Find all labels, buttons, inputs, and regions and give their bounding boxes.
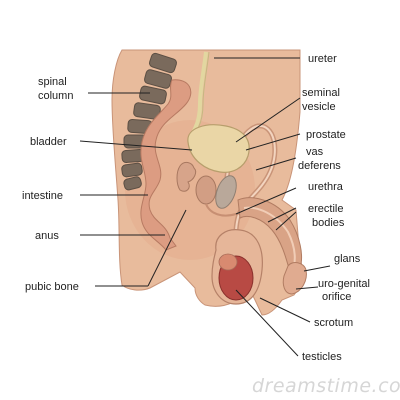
label-urethra: urethra — [308, 181, 344, 193]
ureter — [190, 51, 208, 136]
label-erectile-bodies: erectile bodies — [308, 203, 347, 229]
spinal-column — [121, 52, 177, 191]
intestine — [140, 79, 192, 251]
label-prostate: prostate — [306, 129, 346, 141]
leader-lines — [79, 57, 331, 357]
label-scrotum: scrotum — [314, 317, 353, 329]
seminal-vesicle — [176, 161, 197, 192]
label-uro-genital-orifice: uro-genital orifice — [318, 278, 373, 303]
label-anus: anus — [35, 230, 59, 242]
label-intestine: intestine — [22, 190, 63, 202]
label-testicles: testicles — [302, 351, 342, 363]
label-spinal-column: spinal column — [38, 76, 73, 102]
label-ureter: ureter — [308, 53, 337, 65]
epididymis — [218, 253, 238, 271]
prostate — [195, 175, 217, 205]
pubic-bone — [215, 175, 237, 209]
label-bladder: bladder — [30, 136, 67, 148]
label-vas-deferens: vas deferens — [298, 146, 341, 172]
erectile-bodies-inner — [243, 206, 296, 267]
label-pubic-bone: pubic bone — [25, 281, 79, 293]
bladder — [187, 124, 250, 173]
glans — [282, 262, 307, 295]
watermark: dreamstime.com — [252, 375, 400, 397]
label-glans: glans — [334, 253, 361, 265]
label-seminal-vesicle: seminal vesicle — [302, 87, 343, 113]
